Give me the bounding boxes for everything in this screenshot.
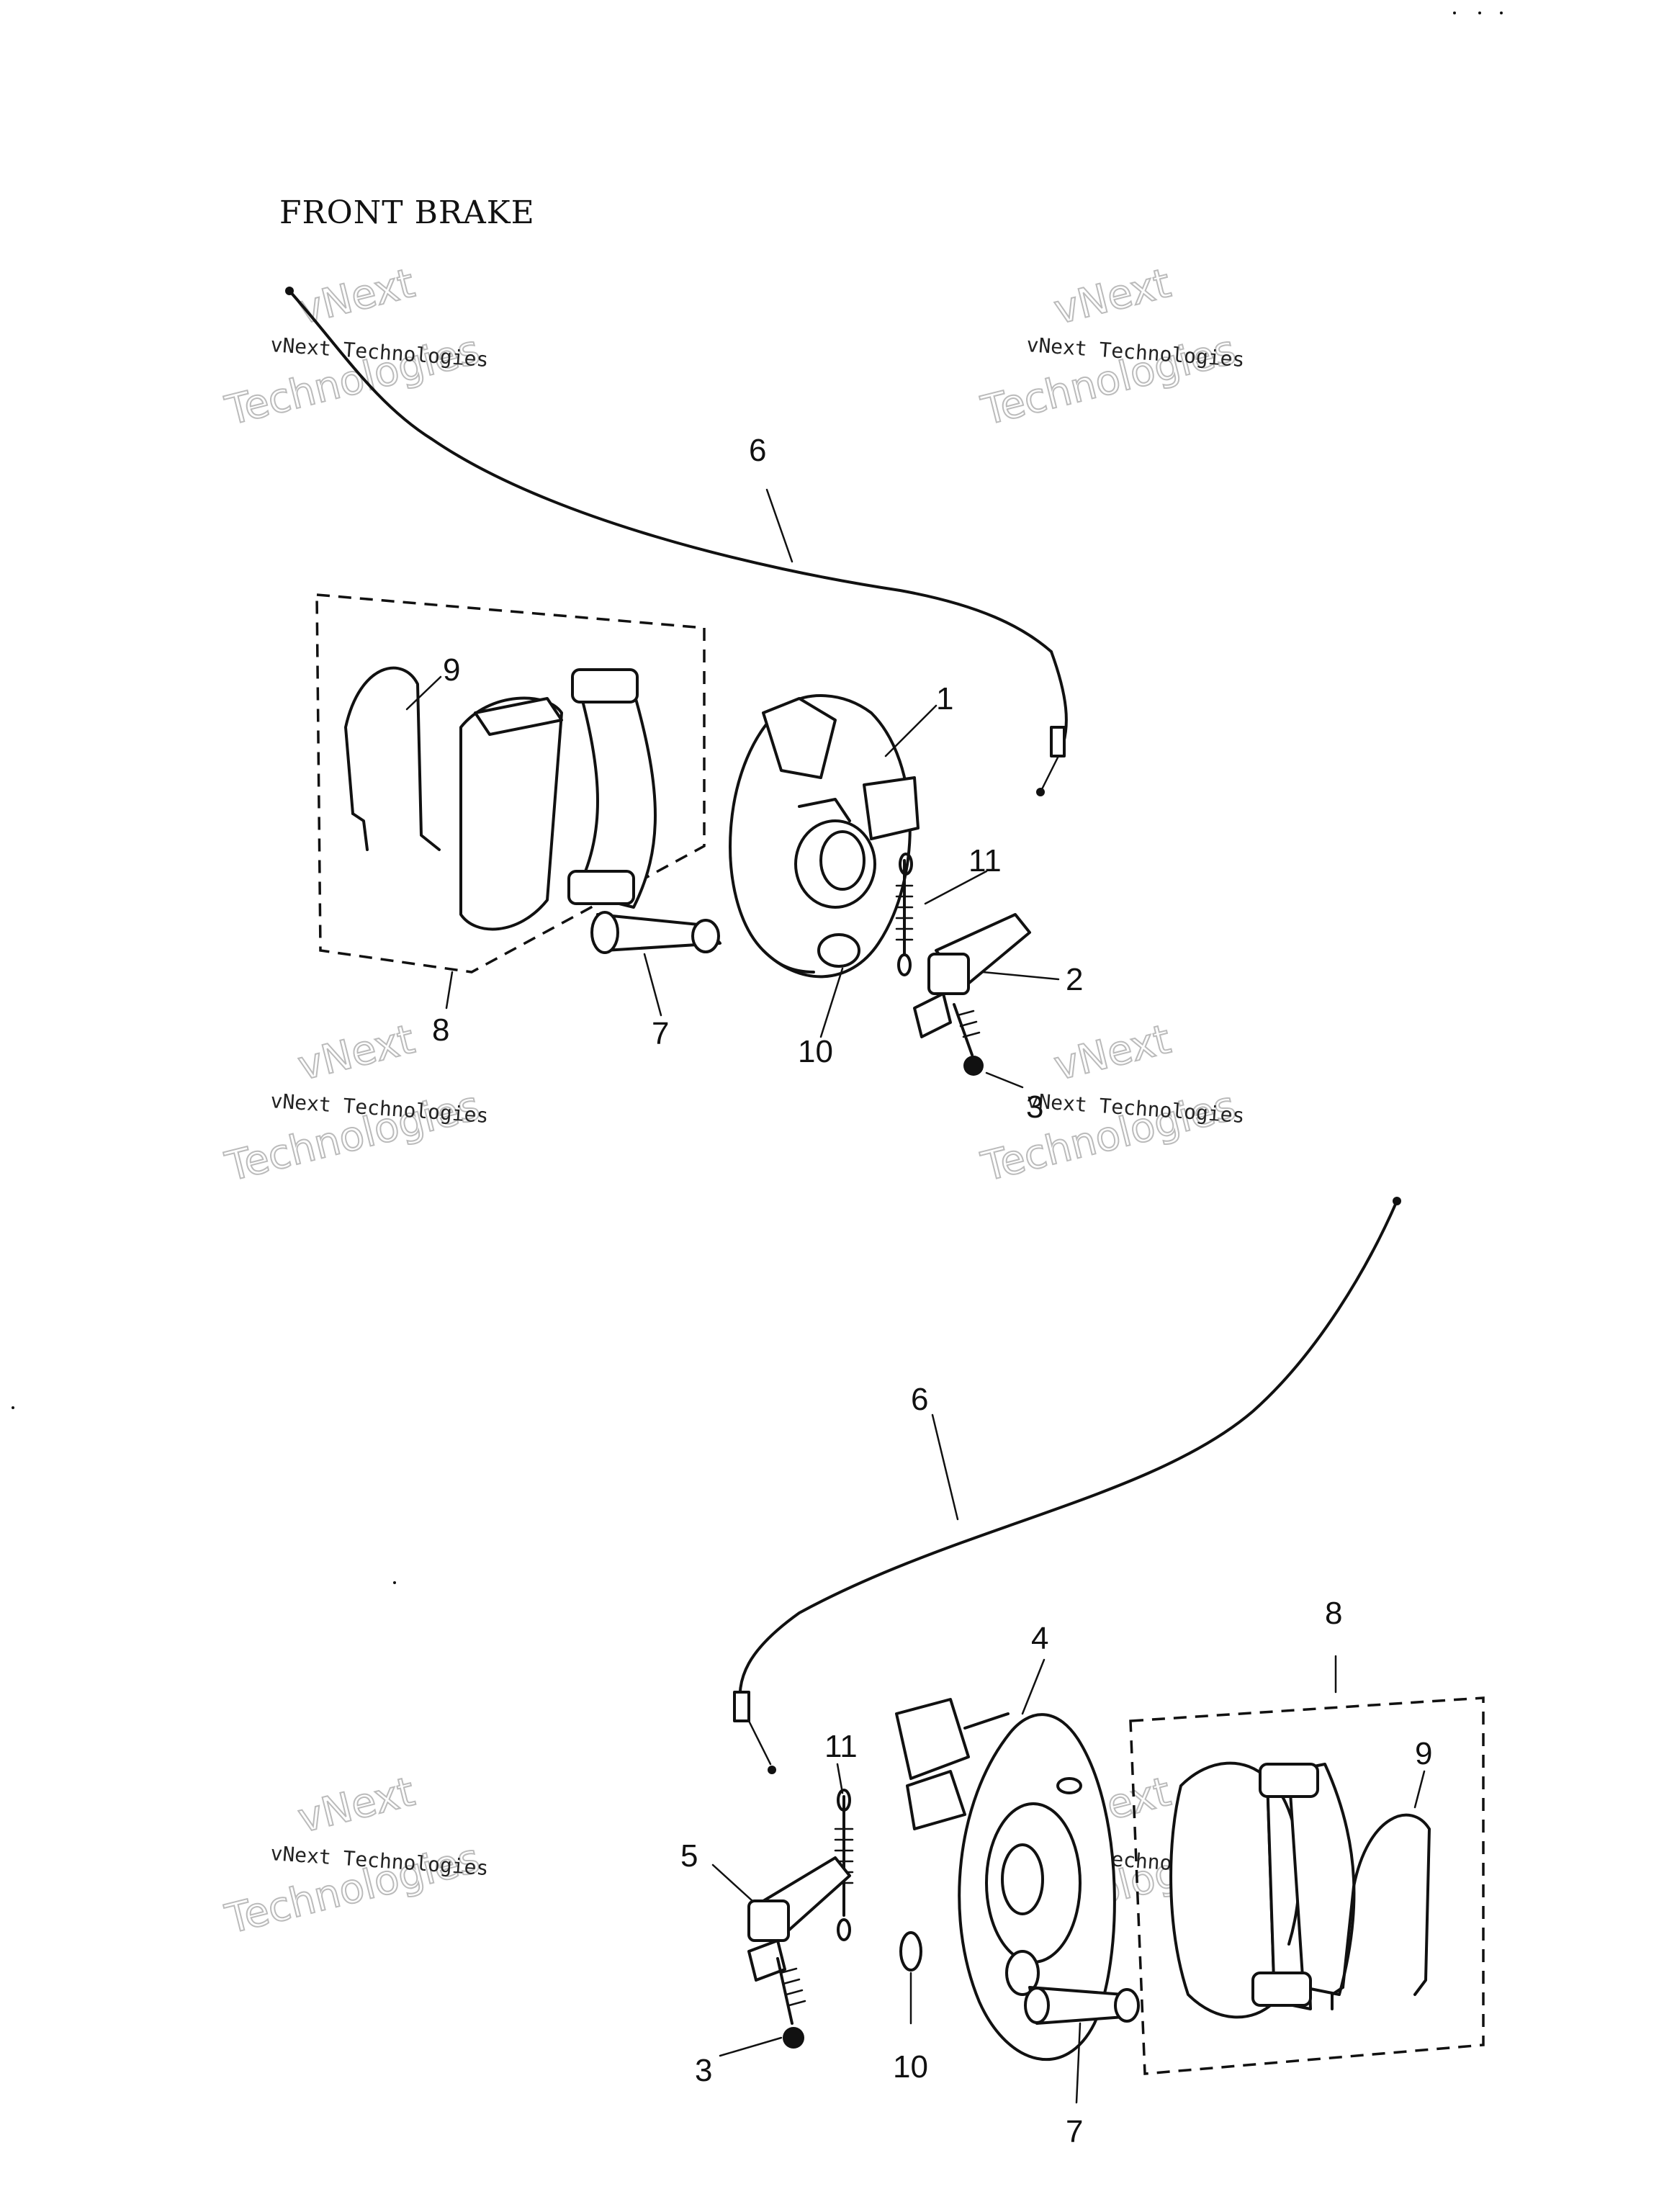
upper-backing-plate [729, 694, 920, 979]
page-title: FRONT BRAKE [279, 194, 535, 231]
upper-callout-2: 2 [1066, 962, 1083, 997]
upper-callout-7: 7 [652, 1016, 669, 1051]
lower-anchor-pin [1024, 1986, 1140, 2025]
upper-callout-8: 8 [432, 1012, 449, 1048]
watermark-big-1: vNext [294, 1016, 419, 1090]
upper-callout-9: 9 [443, 652, 460, 688]
watermark-big-1: vNext [294, 1768, 419, 1843]
upper-callout-10: 10 [798, 1034, 833, 1069]
upper-brake-cable [285, 287, 1068, 796]
upper-callout-11: 11 [968, 843, 1002, 878]
lower-callout-8: 8 [1325, 1596, 1342, 1631]
lower-washer [899, 1931, 922, 1972]
watermark-top-right: vNext Technologies vNext Technologies [976, 259, 1246, 436]
lower-leader-lines [711, 1413, 1426, 2104]
upper-cam-lever [913, 913, 1031, 1076]
lower-callout-10: 10 [893, 2049, 928, 2085]
watermark-big-1: vNext [294, 260, 419, 334]
lower-return-spring [834, 1789, 854, 1941]
lower-callout-9: 9 [1415, 1736, 1432, 1771]
lower-brake-shoes [1169, 1761, 1356, 2019]
lower-callout-11: 11 [824, 1729, 858, 1764]
scan-specks [12, 12, 1503, 1584]
lower-backing-plate [895, 1698, 1116, 2062]
upper-callout-3: 3 [1026, 1089, 1043, 1125]
lower-shoe-set-box [1129, 1696, 1485, 2075]
watermark-low-left: vNext Technologies vNext Technologies [220, 1768, 490, 1944]
upper-shoe-spring [344, 666, 441, 851]
lower-callout-5: 5 [680, 1838, 698, 1874]
upper-brake-assembly: 6 9 1 11 2 8 7 10 3 [285, 287, 1083, 1125]
watermark-big-1: vNext [1050, 1016, 1175, 1090]
lower-callout-7: 7 [1066, 2114, 1083, 2149]
lower-callout-3: 3 [695, 2053, 712, 2088]
upper-callout-1: 1 [936, 681, 953, 716]
lower-brake-assembly: 6 4 8 9 11 5 3 10 7 [680, 1197, 1485, 2149]
upper-return-spring [895, 853, 914, 976]
lower-cam-lever [747, 1856, 851, 2049]
watermark-mid-right: vNext Technologies vNext Technologies [976, 1015, 1246, 1192]
lower-brake-cable [733, 1197, 1401, 1774]
watermark-top-left: vNext Technologies vNext Technologies [220, 259, 490, 436]
upper-brake-shoes [459, 668, 657, 931]
upper-shoe-set-box [315, 593, 706, 974]
lower-callout-6: 6 [911, 1382, 928, 1417]
upper-anchor-pin [590, 911, 721, 954]
lower-shoe-spring [1341, 1813, 1431, 1996]
upper-callout-6: 6 [749, 433, 766, 468]
watermark-big-1: vNext [1050, 260, 1175, 334]
lower-callout-4: 4 [1031, 1621, 1048, 1656]
upper-leader-lines [405, 488, 1060, 1089]
